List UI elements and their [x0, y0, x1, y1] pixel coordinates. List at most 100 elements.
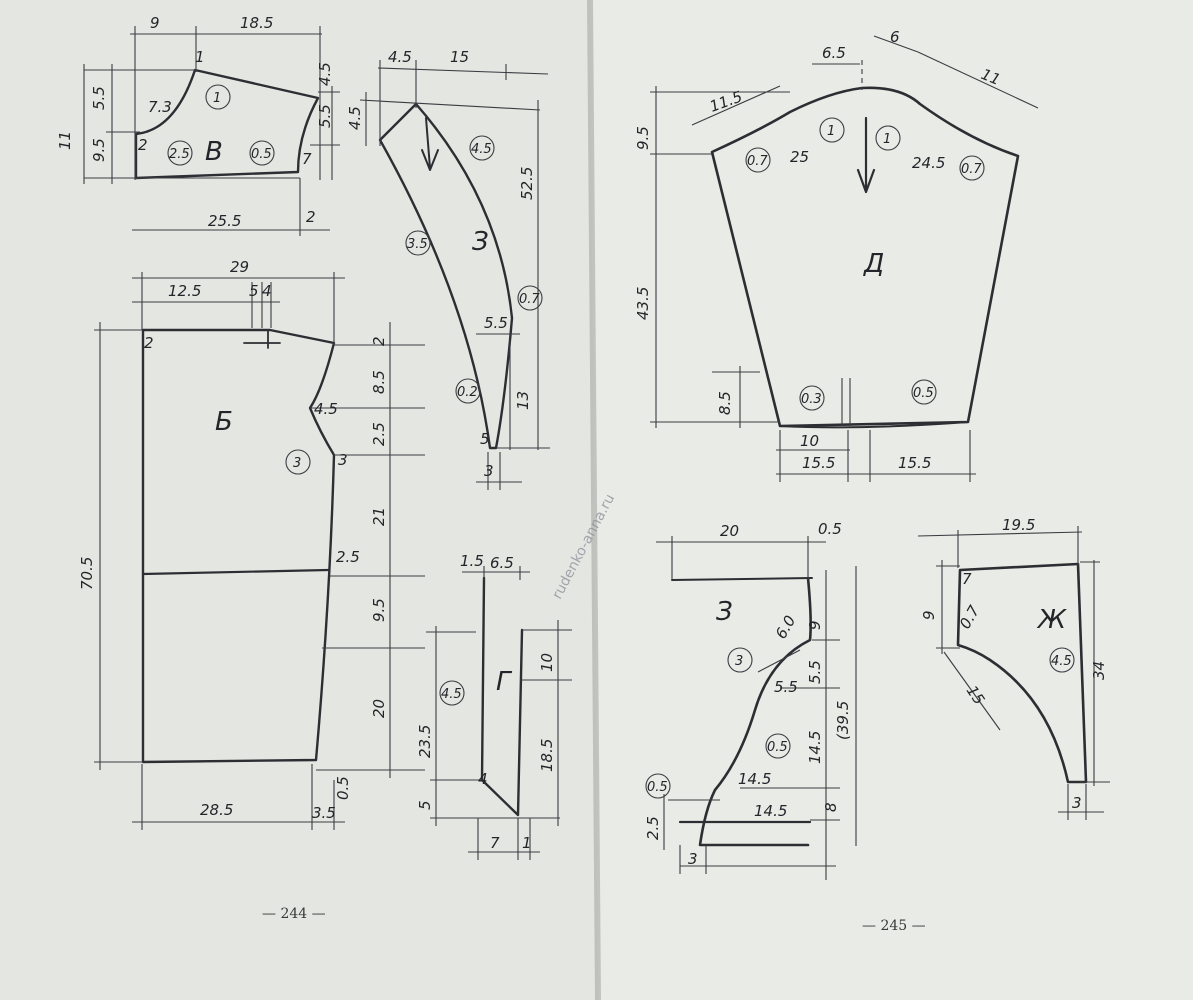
point-label: 4 [478, 770, 488, 788]
dim-label: 20 [370, 699, 388, 718]
svg-text:0.5: 0.5 [647, 780, 668, 795]
piece-v: 9 18.5 1 11 5.5 9.5 7.3 2 В 7 25.5 2 4.5… [56, 14, 340, 236]
dim-line [377, 67, 549, 75]
dim-label: 5.5 [484, 314, 508, 332]
dim-label: 5 [249, 282, 259, 300]
point-label: 7 [962, 570, 972, 588]
page-number-right: — 245 — [862, 918, 926, 934]
piece-d: 11.5 6.5 6 11 9.5 43.5 8.5 25 24.5 Д 10 … [634, 28, 1039, 482]
dim-label: 10 [800, 432, 819, 450]
svg-text:0.7: 0.7 [961, 162, 982, 177]
dim-label: 7 [490, 834, 500, 852]
dim-label: (39.5 [834, 701, 852, 740]
point-label: 7 [302, 150, 312, 168]
circled-mark: 4.5 [1049, 647, 1075, 673]
piece-z-right-outline [698, 576, 812, 847]
dim-label: 19.5 [1002, 516, 1035, 534]
circled-mark: 0.5 [645, 773, 671, 799]
dim-label: 8.5 [716, 391, 734, 415]
dim-label: 9.5 [370, 598, 388, 622]
dim-label: 4.5 [388, 48, 412, 66]
piece-b-letter: Б [215, 407, 233, 437]
piece-z-right: 20 0.5 З 9 5.5 14.5 8 (39.5 5.5 14.5 14.… [644, 520, 857, 880]
svg-text:0.2: 0.2 [457, 385, 478, 400]
piece-zh-letter: Ж [1036, 605, 1067, 635]
dim-label: 15.5 [898, 454, 931, 472]
svg-text:1: 1 [883, 132, 891, 147]
svg-text:0.7: 0.7 [747, 154, 768, 169]
point-label: 2 [144, 334, 154, 352]
circled-mark: 0.7 [959, 155, 985, 181]
dim-label: 2 [306, 208, 316, 226]
svg-text:0.5: 0.5 [251, 147, 272, 162]
left-page [0, 0, 598, 1000]
piece-d-outline [710, 86, 1020, 428]
dim-label: 6 [890, 28, 900, 46]
circled-mark: 3.5 [405, 230, 431, 256]
point-label: 1 [195, 48, 205, 66]
piece-v-letter: В [205, 137, 223, 167]
svg-text:2.5: 2.5 [169, 147, 190, 162]
dim-line [873, 35, 919, 53]
dim-label: 9 [150, 14, 160, 32]
point-label: 5 [480, 430, 490, 448]
piece-z-right-letter: З [716, 597, 733, 627]
dim-label: 12.5 [168, 282, 201, 300]
dim-label: 6.5 [490, 554, 514, 572]
dim-label: 2.5 [644, 816, 662, 840]
point-label: 3 [338, 451, 348, 469]
dim-label: 1 [522, 834, 532, 852]
circled-mark: 0.3 [799, 385, 825, 411]
svg-text:4.5: 4.5 [1051, 654, 1072, 669]
dim-label: 14.5 [738, 770, 771, 788]
dim-label: 14.5 [754, 802, 787, 820]
dim-label: 0.5 [334, 776, 352, 800]
dim-label: 9.5 [634, 126, 652, 150]
point-label: 2 [138, 136, 148, 154]
dim-label: 8 [822, 802, 840, 812]
dim-label: 18.5 [240, 14, 273, 32]
svg-text:0.5: 0.5 [767, 740, 788, 755]
circled-mark: 0.5 [249, 140, 275, 166]
circled-mark: 1 [875, 125, 901, 151]
dim-label: 9.5 [90, 138, 108, 162]
dim-label: 43.5 [634, 287, 652, 320]
piece-d-letter: Д [863, 249, 884, 279]
svg-text:0.3: 0.3 [801, 392, 822, 407]
dim-line [943, 651, 1001, 731]
piece-z-left-outline [378, 102, 514, 450]
dim-label: 1.5 [460, 552, 484, 570]
svg-text:4.5: 4.5 [441, 687, 462, 702]
dim-label: 52.5 [518, 167, 536, 200]
dim-label: 3 [484, 462, 494, 480]
dim-label: 3 [688, 850, 698, 868]
piece-g: 1.5 6.5 Г 4 23.5 5 10 18.5 7 1 4.5 [416, 552, 572, 860]
dim-label: 70.5 [78, 557, 96, 590]
piece-g-outline [480, 576, 524, 817]
piece-z-left: 4.5 15 4.5 52.5 З 5.5 13 5 3 4.5 3.5 0.7… [346, 48, 550, 490]
dim-line [757, 649, 801, 673]
circled-mark: 0.7 [517, 285, 543, 311]
dim-label: 0.5 [818, 520, 842, 538]
circled-mark: 1 [819, 117, 845, 143]
dim-label: 5.5 [90, 86, 108, 110]
dim-label: 20 [720, 522, 739, 540]
dim-label: 28.5 [200, 801, 233, 819]
dim-label: 13 [514, 391, 532, 410]
dim-label: 5.5 [774, 678, 798, 696]
grain-arrow [856, 116, 876, 194]
dim-label: 6.5 [822, 44, 846, 62]
dim-label: 10 [538, 653, 556, 672]
dim-label: 4.5 [316, 62, 334, 86]
circled-mark: 2.5 [167, 140, 193, 166]
dim-label: 21 [370, 507, 388, 526]
svg-text:0.7: 0.7 [519, 292, 540, 307]
piece-zh-outline [956, 562, 1088, 784]
circled-mark: 0.5 [911, 379, 937, 405]
dim-label: 34 [1090, 661, 1108, 680]
dim-label: 14.5 [806, 731, 824, 764]
piece-g-letter: Г [496, 667, 513, 697]
dart-mark [243, 329, 281, 349]
dim-label: 5 [416, 800, 434, 810]
book-gutter [587, 0, 601, 1000]
